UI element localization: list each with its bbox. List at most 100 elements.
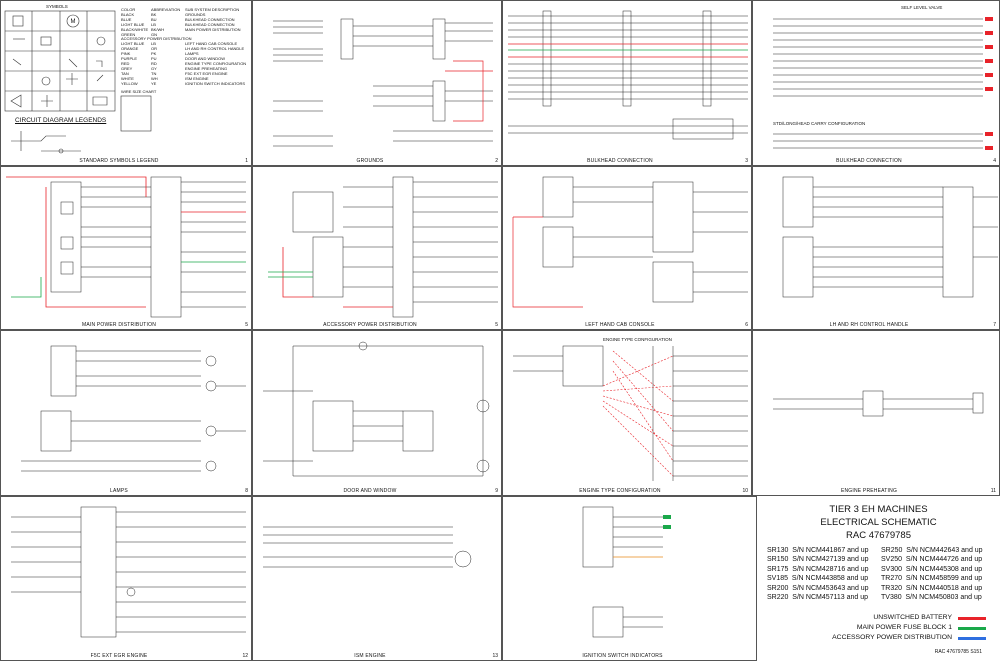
panel-ignition-switch-indicators: IGNITION SWITCH INDICATORS [502, 496, 757, 661]
color-header: COLOR [121, 7, 136, 12]
color-name: GREEN [121, 31, 136, 37]
panel-label: MAIN POWER DISTRIBUTION [81, 322, 157, 328]
subsystem-name: LAMPS [185, 51, 199, 57]
panel-number: 12 [242, 653, 248, 659]
color-name: BLACK/WHITE [121, 26, 149, 32]
legend-swatch-red [958, 617, 986, 620]
panel-bulkhead-connection-2: SELF LEVEL VALVE STD/LONG/HEAD CARRY CON… [752, 0, 1000, 166]
symbols-grid: SYMBOLS M [4, 4, 152, 154]
color-name: PINK [121, 51, 131, 57]
lamps-wiring [21, 345, 246, 472]
panel-label: ISM ENGINE [354, 653, 386, 659]
color-abbr: LB [151, 21, 156, 27]
subsystem-name: LH AND RH CONTROL HANDLE [185, 46, 245, 52]
panel-label: LEFT HAND CAB CONSOLE [585, 322, 655, 328]
title-block: TIER 3 EH MACHINES ELECTRICAL SCHEMATIC … [757, 497, 1000, 661]
color-name: YELLOW [121, 80, 138, 86]
panel-label: STANDARD SYMBOLS LEGEND [79, 158, 159, 164]
panel-label: ENGINE TYPE CONFIGURATION [579, 488, 661, 494]
panel-number: 1 [245, 158, 248, 164]
title-line-2: ELECTRICAL SCHEMATIC [820, 517, 937, 528]
document-number: RAC 47679785 S151 [934, 649, 982, 655]
subsystem-name: BULKHEAD CONNECTION [185, 16, 235, 22]
accessory-power-wiring [268, 176, 498, 318]
panel-bulkhead-connection-1: BULKHEAD CONNECTION 3 [502, 0, 752, 166]
legend-swatch-green [958, 627, 986, 630]
subsystem-name: LEFT HAND CAB CONSOLE [185, 41, 238, 47]
panel-number: 13 [492, 653, 498, 659]
control-handle-wiring [782, 176, 998, 298]
panel-label: LH AND RH CONTROL HANDLE [829, 322, 909, 328]
color-name: RED [121, 60, 130, 66]
serial-list-right: SR250 S/N NCM442643 and up SV250 S/N NCM… [881, 547, 983, 602]
color-abbr: PU [151, 56, 157, 62]
color-name: TAN [121, 70, 129, 76]
panel-number: 2 [495, 158, 498, 164]
panel-lh-rh-control-handle: LH AND RH CONTROL HANDLE 7 [752, 166, 1000, 330]
title-line-3: RAC 47679785 [846, 530, 911, 541]
color-abbr: WH [151, 75, 158, 81]
panel-label: IGNITION SWITCH INDICATORS [582, 653, 663, 659]
panel-lamps: LAMPS 8 [0, 330, 252, 496]
door-window-wiring [263, 341, 490, 477]
symbols-heading: SYMBOLS [46, 4, 68, 9]
color-abbr: PK [151, 51, 157, 57]
color-abbr: OR [151, 46, 157, 52]
panel-number: 8 [245, 488, 248, 494]
grounds-wiring [273, 18, 493, 147]
subsystem-name: F5C EXT EGR ENGINE [185, 70, 228, 76]
panel-grounds: GROUNDS 2 [252, 0, 502, 166]
panel-number: 4 [993, 158, 996, 164]
color-abbr: BU [151, 16, 157, 22]
color-name: BLUE [121, 16, 132, 22]
panel-number: 3 [745, 158, 748, 164]
color-name: GREY [121, 65, 133, 71]
panel-number: 11 [990, 488, 996, 494]
panel-engine-type-configuration: ENGINE TYPE CONFIGURATION ENGINE TYPE CO… [502, 330, 752, 496]
panel-label: LAMPS [110, 488, 128, 494]
panel-number: 7 [993, 322, 996, 328]
self-level-heading: SELF LEVEL VALVE [901, 5, 942, 10]
f5c-engine-wiring [11, 506, 246, 638]
ignition-indicators-wiring [582, 506, 671, 638]
stroke-config-heading: STD/LONG/HEAD CARRY CONFIGURATION [773, 121, 865, 126]
panel-door-and-window: DOOR AND WINDOW 9 [252, 330, 502, 496]
self-level-valve-wiring: SELF LEVEL VALVE STD/LONG/HEAD CARRY CON… [773, 5, 993, 150]
subsystem-name: ENGINE TYPE CONFIGURATION [185, 60, 247, 66]
preheating-wiring [773, 390, 984, 417]
legend-swatch-blue [958, 637, 986, 640]
subsystem-name: GROUNDS [185, 11, 206, 17]
color-name: LIGHT BLUE [121, 41, 145, 47]
panel-main-power-distribution: MAIN POWER DISTRIBUTION 5 [0, 166, 252, 330]
main-power-wiring [6, 176, 246, 318]
color-abbr: LB [151, 41, 156, 47]
abbr-header: ABBREVIATION [151, 7, 181, 12]
panel-label: ACCESSORY POWER DISTRIBUTION [323, 322, 417, 328]
legend-label: ACCESSORY POWER DISTRIBUTION [832, 634, 952, 641]
panel-label: DOOR AND WINDOW [343, 488, 397, 494]
panel-label: ENGINE PREHEATING [840, 488, 898, 494]
color-abbr: YE [151, 80, 157, 86]
bulkhead-wiring [508, 10, 748, 140]
color-name: LIGHT BLUE [121, 21, 145, 27]
color-abbr: GY [151, 65, 157, 71]
panel-number: 6 [745, 322, 748, 328]
cab-console-wiring [512, 176, 748, 308]
color-abbr: TN [151, 70, 157, 76]
wire-size-header: WIRE SIZE CHART [121, 88, 157, 94]
subsystem-name: MAIN POWER DISTRIBUTION [185, 26, 241, 32]
panel-label: BULKHEAD CONNECTION [587, 158, 653, 164]
panel-accessory-power-distribution: ACCESSORY POWER DISTRIBUTION 5 [252, 166, 502, 330]
legend-label: UNSWITCHED BATTERY [873, 614, 952, 621]
panel-label: BULKHEAD CONNECTION [836, 158, 902, 164]
color-name: WHITE [121, 75, 134, 81]
title-line-1: TIER 3 EH MACHINES [829, 504, 928, 515]
subsystem-name: ACCESSORY POWER DISTRIBUTION [121, 36, 192, 42]
color-abbr: BK [151, 11, 157, 17]
panel-label: F5C EXT EGR ENGINE [90, 653, 148, 659]
color-name: ORANGE [121, 46, 139, 52]
subsystem-name: IGNITION SWITCH INDICATORS [185, 80, 246, 86]
panel-number: 5 [495, 322, 498, 328]
